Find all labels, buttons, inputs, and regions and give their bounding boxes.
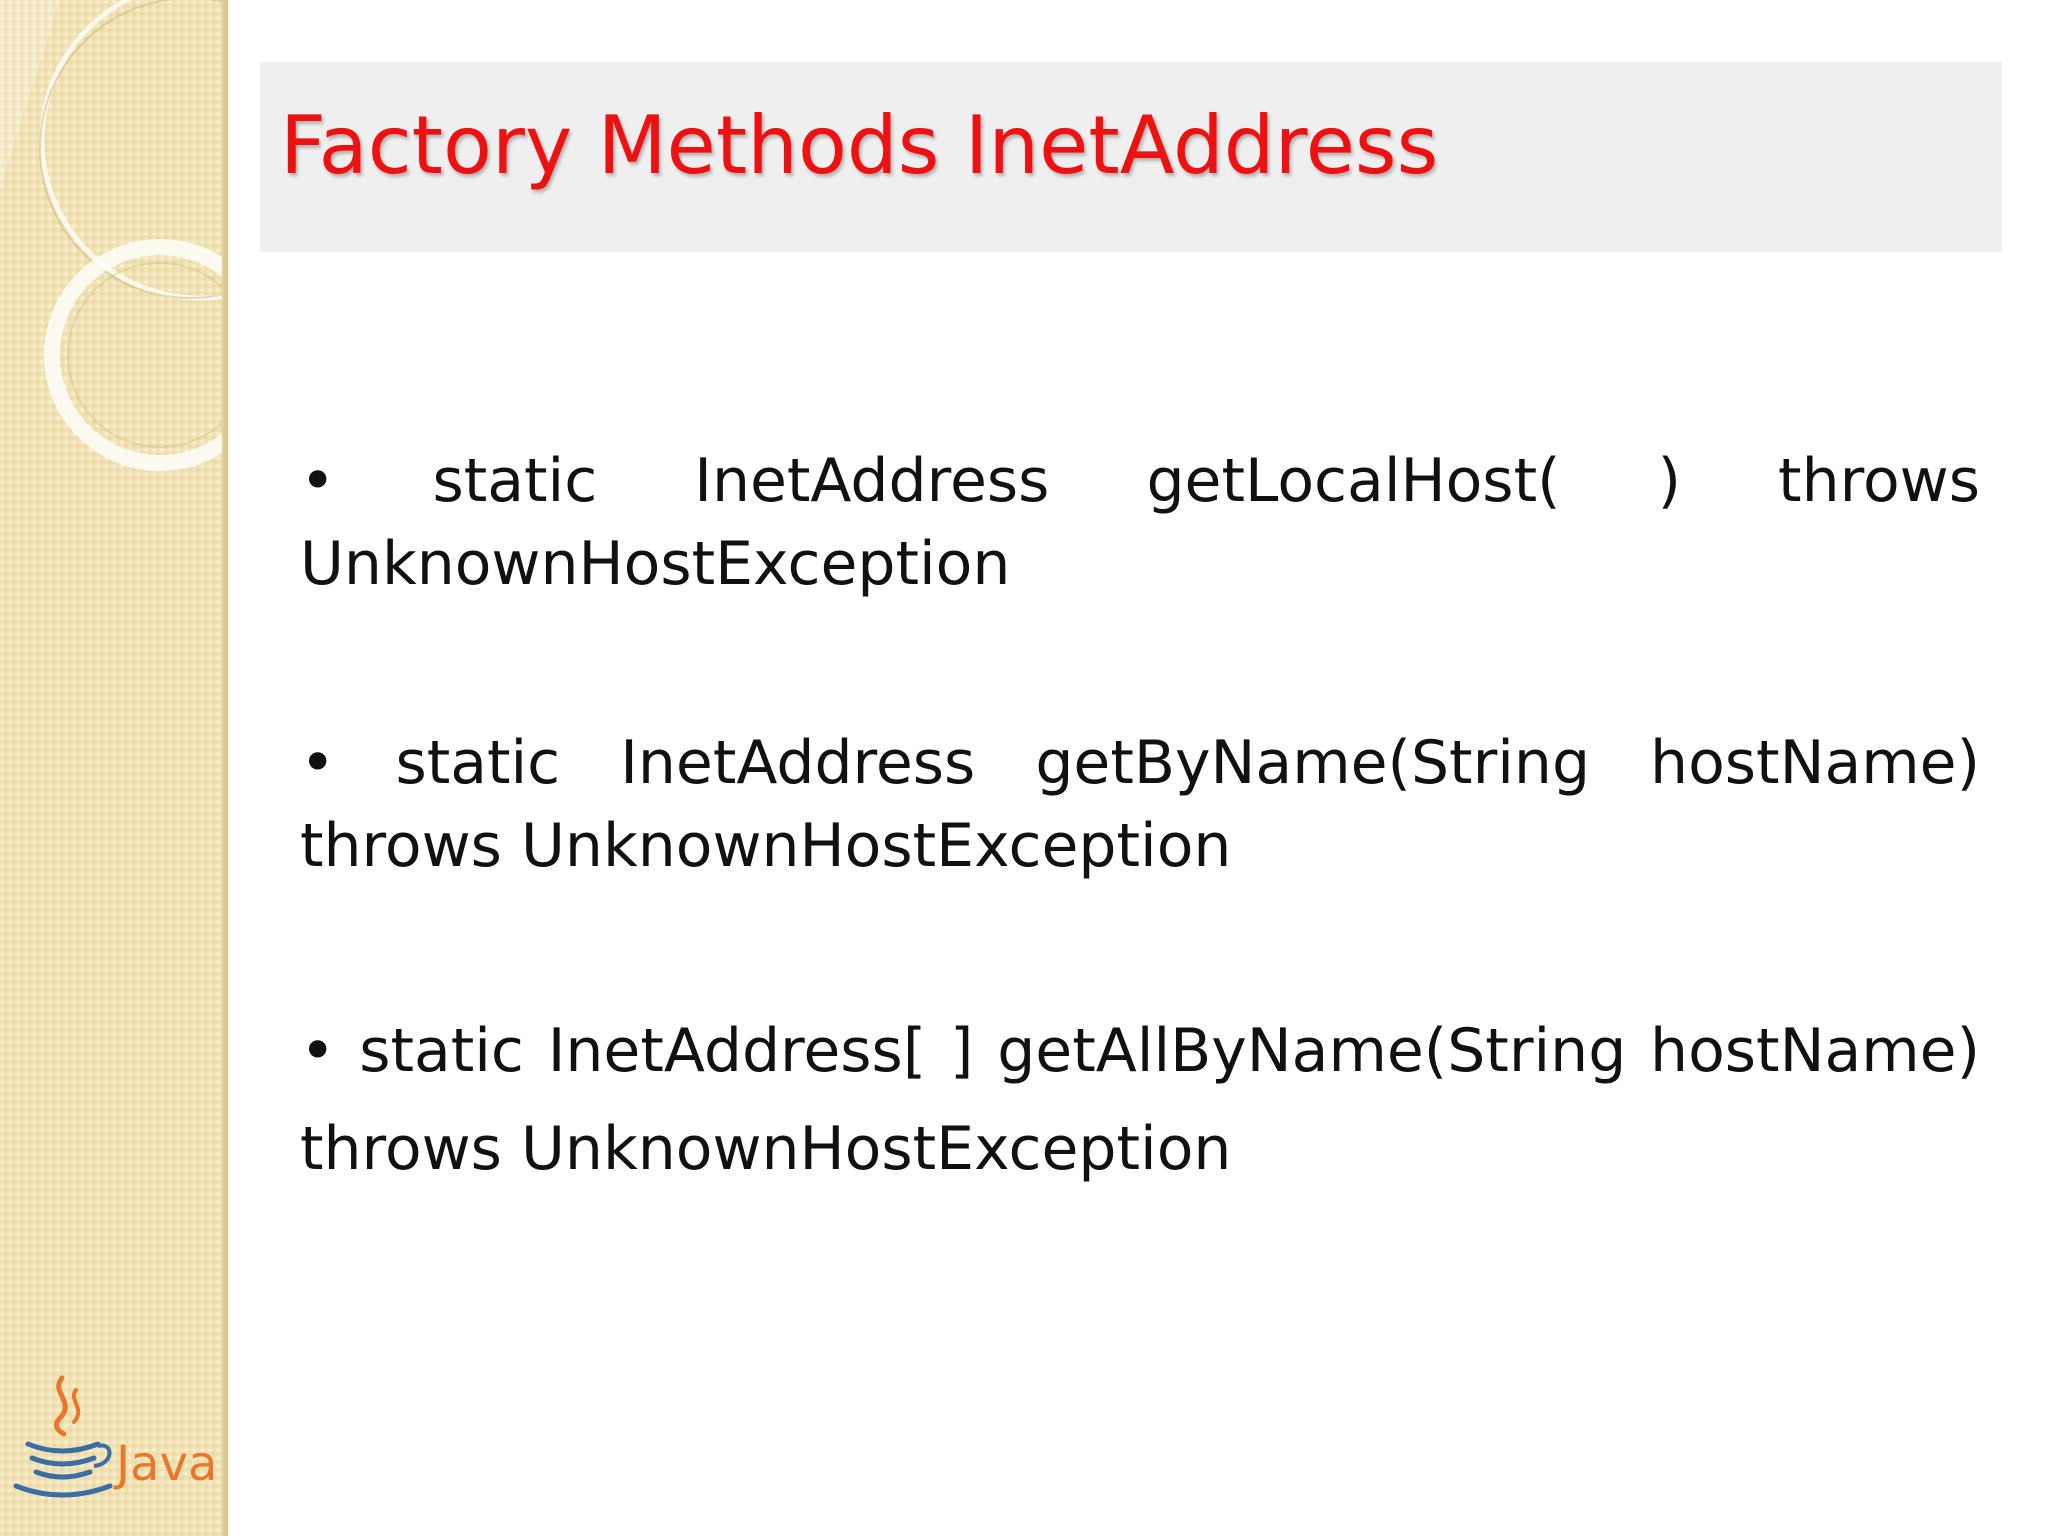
java-logo: Java [10, 1372, 220, 1502]
decorative-rings-icon [0, 0, 228, 471]
bullet-text: static InetAddress[ ] getAllByName(Strin… [300, 1016, 1981, 1184]
bullet-marker: • [300, 446, 336, 516]
title-band: Factory Methods InetAddress [260, 62, 2002, 252]
bullet-item: • static InetAddress[ ] getAllByName(Str… [300, 1002, 1980, 1198]
bullet-item: • static InetAddress getByName(String ho… [300, 722, 1980, 888]
bullet-text: static InetAddress getByName(String host… [300, 728, 1980, 881]
bullet-text: static InetAddress getLocalHost( ) throw… [300, 446, 1980, 599]
java-coffee-cup-icon: Java [13, 1375, 217, 1498]
java-logo-text: Java [113, 1436, 217, 1492]
bullet-item: • static InetAddress getLocalHost( ) thr… [300, 440, 1980, 606]
bullet-marker: • [300, 728, 336, 798]
decorative-side-strip [0, 0, 228, 1536]
bullet-marker: • [300, 1016, 336, 1086]
slide-title: Factory Methods InetAddress [280, 99, 1439, 192]
